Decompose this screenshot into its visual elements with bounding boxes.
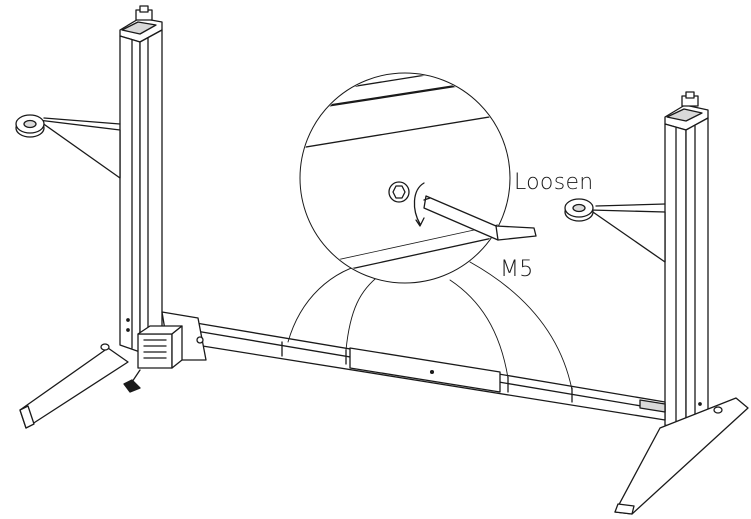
motor-assembly [123,311,207,393]
right-column [664,91,709,433]
bolt-size-label: M5 [500,257,534,282]
loosen-label: Loosen [514,170,594,195]
left-arm-bracket [15,114,121,179]
left-foot [19,343,129,429]
zoom-detail-circle [299,72,537,284]
right-foot [614,397,749,515]
hex-key-icon [423,195,537,241]
left-column [119,5,163,353]
right-leg [564,91,749,515]
hex-bolt-icon [388,181,410,203]
right-arm-bracket [564,198,666,263]
counterclockwise-arrow-icon [413,182,425,227]
crossbar-beam [189,321,666,421]
